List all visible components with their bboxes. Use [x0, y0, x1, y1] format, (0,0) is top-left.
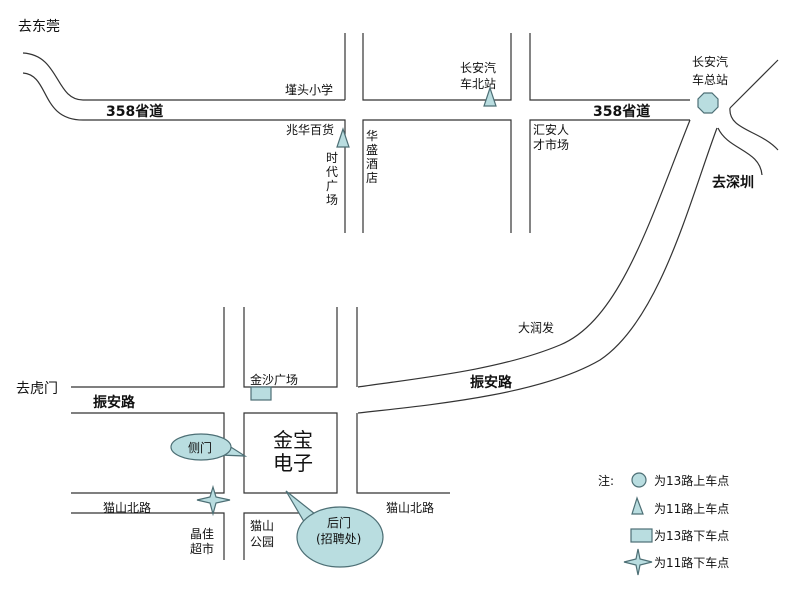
destination-humen: 去虎门	[16, 381, 58, 397]
legend-square-icon	[630, 528, 653, 543]
landmark-huian-1: 汇安人	[533, 122, 569, 137]
legend: 注: 为13路上车点 为11路上车点 为13路下车点 为11路下车点	[598, 472, 729, 576]
bus13-dropoff-square-icon	[250, 386, 272, 401]
landmark-zhaohua: 兆华百货	[286, 122, 334, 137]
destination-dongguan: 去东莞	[18, 19, 60, 35]
legend-label: 为11路上车点	[654, 501, 729, 516]
landmark-maoshan-park-2: 公园	[250, 535, 274, 549]
legend-triangle-icon	[631, 496, 644, 515]
landmark-jintou-school: 墐头小学	[285, 82, 333, 97]
back-gate-callout: 后门 (招聘处)	[285, 490, 384, 568]
landmark-darunfa: 大润发	[518, 320, 554, 335]
landmark-huasheng: 华 盛 酒 店	[366, 129, 378, 185]
landmark-north-station-1: 长安汽	[460, 60, 496, 75]
svg-text:盛: 盛	[366, 142, 378, 157]
company-name-1: 金宝	[273, 428, 313, 452]
landmark-main-station-2: 车总站	[692, 72, 728, 87]
landmark-shidai: 时 代 广 场	[326, 151, 338, 207]
landmark-main-station-1: 长安汽	[692, 54, 728, 69]
road-name-zhenan-right: 振安路	[470, 374, 513, 391]
road-network	[22, 33, 779, 560]
road-name-maoshan-left: 猫山北路	[103, 500, 151, 515]
legend-octagon-icon	[631, 472, 647, 488]
landmark-north-station-2: 车北站	[460, 76, 496, 91]
legend-title: 注:	[598, 473, 614, 488]
landmark-jingjia-1: 晶佳	[190, 527, 214, 541]
destination-shenzhen: 去深圳	[712, 174, 754, 191]
svg-text:场: 场	[326, 193, 338, 207]
road-name-zhenan-left: 振安路	[93, 394, 136, 411]
legend-star-icon	[623, 548, 653, 576]
road-name-maoshan-right: 猫山北路	[386, 500, 434, 515]
legend-label: 为11路下车点	[654, 555, 729, 570]
company-name-2: 电子	[273, 451, 313, 475]
side-gate-callout: 侧门	[170, 433, 248, 461]
svg-text:酒: 酒	[366, 157, 378, 171]
legend-label: 为13路下车点	[654, 528, 729, 543]
bus11-dropoff-star-icon	[196, 484, 231, 517]
road-name-358-left: 358省道	[106, 103, 163, 120]
landmark-jingjia-2: 超市	[190, 541, 214, 556]
svg-text:时: 时	[326, 151, 338, 165]
svg-text:(招聘处): (招聘处)	[316, 532, 361, 546]
landmark-maoshan-park-1: 猫山	[250, 519, 274, 533]
bus11-pickup-triangle-icon	[336, 127, 350, 148]
road-name-358-right: 358省道	[593, 103, 650, 120]
svg-text:广: 广	[326, 179, 338, 193]
svg-text:代: 代	[326, 165, 338, 179]
bus11-pickup-triangle-icon	[483, 86, 497, 107]
svg-text:店: 店	[366, 171, 378, 185]
svg-text:侧门: 侧门	[188, 440, 212, 455]
landmark-jinsha: 金沙广场	[250, 372, 298, 387]
svg-text:华: 华	[366, 129, 378, 143]
landmark-huian-2: 才市场	[533, 137, 569, 152]
svg-text:后门: 后门	[327, 515, 351, 530]
legend-label: 为13路上车点	[654, 473, 729, 488]
bus13-pickup-octagon-icon	[697, 92, 719, 114]
